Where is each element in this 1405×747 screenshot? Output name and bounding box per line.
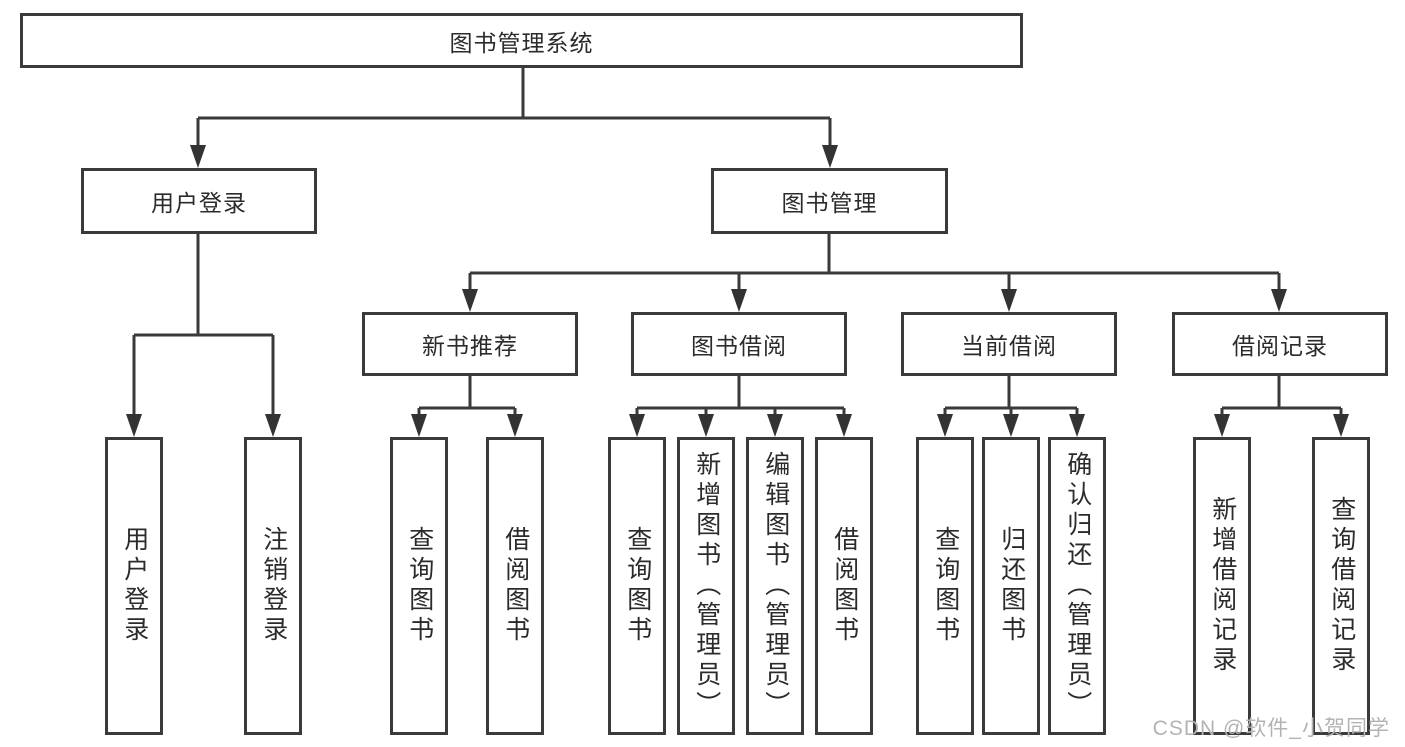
node-label: 借阅图书 xyxy=(830,526,859,646)
node-label: 新书推荐 xyxy=(422,333,518,359)
node-label: 归还图书 xyxy=(997,526,1026,646)
leaf-return-books: 归还图书 xyxy=(982,437,1040,735)
node-label: 查询借阅记录 xyxy=(1327,496,1356,676)
leaf-add-borrow-record: 新增借阅记录 xyxy=(1193,437,1251,735)
leaf-user-login: 用户登录 xyxy=(105,437,163,735)
leaf-query-borrow-record: 查询借阅记录 xyxy=(1312,437,1370,735)
node-new-book-recommend: 新书推荐 xyxy=(362,312,578,376)
leaf-edit-books-admin: 编辑图书（管理员） xyxy=(746,437,804,735)
node-label: 新增图书（管理员） xyxy=(692,451,721,721)
node-label: 图书管理 xyxy=(781,190,878,216)
node-library-management-system: 图书管理系统 xyxy=(20,13,1023,68)
node-label: 查询图书 xyxy=(931,526,960,646)
node-label: 借阅图书 xyxy=(501,526,530,646)
node-label: 查询图书 xyxy=(405,526,434,646)
leaf-confirm-return-admin: 确认归还（管理员） xyxy=(1048,437,1106,735)
leaf-borrow-books: 借阅图书 xyxy=(486,437,544,735)
node-user-login: 用户登录 xyxy=(81,168,317,234)
node-label: 用户登录 xyxy=(151,190,247,216)
leaf-borrow-books: 借阅图书 xyxy=(815,437,873,735)
node-label: 查询图书 xyxy=(623,526,652,646)
node-borrowing-records: 借阅记录 xyxy=(1172,312,1388,376)
leaf-add-books-admin: 新增图书（管理员） xyxy=(677,437,735,735)
node-label: 借阅记录 xyxy=(1232,333,1328,359)
node-label: 新增借阅记录 xyxy=(1208,496,1237,676)
node-current-borrowing: 当前借阅 xyxy=(901,312,1117,376)
node-label: 注销登录 xyxy=(259,526,288,646)
node-label: 确认归还（管理员） xyxy=(1063,451,1092,721)
node-label: 用户登录 xyxy=(120,526,149,646)
leaf-logout: 注销登录 xyxy=(244,437,302,735)
watermark: CSDN @软件_小贺同学 xyxy=(1152,717,1390,740)
leaf-query-books: 查询图书 xyxy=(608,437,666,735)
node-label: 编辑图书（管理员） xyxy=(761,451,790,721)
node-label: 图书借阅 xyxy=(691,333,787,359)
node-label: 图书管理系统 xyxy=(449,29,594,56)
node-label: 当前借阅 xyxy=(961,333,1057,359)
leaf-query-books: 查询图书 xyxy=(916,437,974,735)
node-book-borrowing: 图书借阅 xyxy=(631,312,847,376)
node-book-management: 图书管理 xyxy=(711,168,948,234)
leaf-query-books: 查询图书 xyxy=(390,437,448,735)
arrowheads xyxy=(126,145,1349,437)
